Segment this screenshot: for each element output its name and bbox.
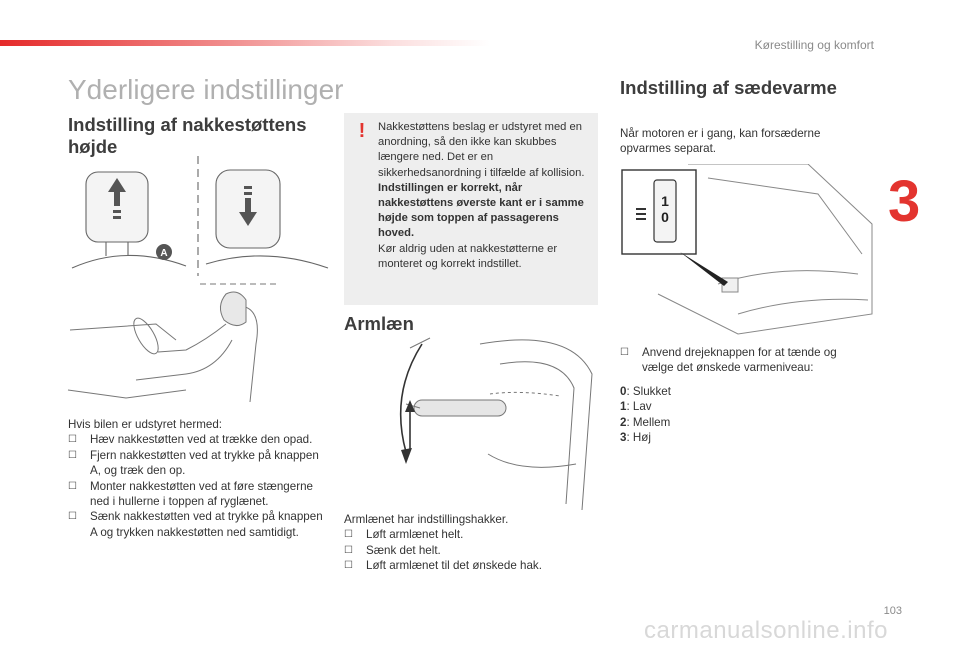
headrest-illustration: A xyxy=(71,156,329,276)
warning-text-2: Kør aldrig uden at nakkestøtterne er mon… xyxy=(378,242,558,270)
headrest-intro: Hvis bilen er udstyret hermed: xyxy=(68,418,223,431)
driver-seat-illustration xyxy=(67,283,276,402)
level-low: 1: Lav xyxy=(620,400,652,414)
warning-text-1: Nakkestøttens beslag er udstyret med en … xyxy=(378,121,585,179)
warning-text: Nakkestøttens beslag er udstyret med en … xyxy=(378,120,590,272)
heating-heading: Indstilling af sædevarme xyxy=(620,77,837,98)
heating-levels: 0: Slukket 1: Lav 2: Mellem 3: Høj xyxy=(620,384,858,446)
list-item: Løft armlænet til det ønskede hak. xyxy=(344,558,604,574)
armrest-steps: Løft armlænet helt. Sænk det helt. Løft … xyxy=(344,527,604,574)
armrest-illustration xyxy=(399,337,593,510)
headrest-heading: Indstilling af nakkestøttens højde xyxy=(68,114,307,157)
watermark: carmanualsonline.info xyxy=(644,617,888,644)
list-item: Anvend drejeknappen for at tænde og vælg… xyxy=(620,345,858,376)
heating-intro: Når motoren er i gang, kan forsæderne op… xyxy=(620,127,821,156)
dial-label-1: 1 xyxy=(661,193,669,209)
list-item: Fjern nakkestøtten ved at trykke på knap… xyxy=(68,448,332,479)
button-a-callout: A xyxy=(160,248,167,259)
heating-steps: Anvend drejeknappen for at tænde og vælg… xyxy=(620,345,858,376)
chapter-title: Kørestilling og komfort xyxy=(754,38,874,52)
armrest-intro: Armlænet har indstillingshakker. xyxy=(344,513,509,526)
list-item: Løft armlænet helt. xyxy=(344,527,604,543)
page-title: Yderligere indstillinger xyxy=(68,74,344,105)
page-number: 103 xyxy=(883,605,902,617)
list-item: Sænk nakkestøtten ved at trykke på knapp… xyxy=(68,509,332,540)
header-accent-bar xyxy=(0,40,490,46)
warning-box xyxy=(344,113,598,305)
dial-label-0: 0 xyxy=(661,209,669,225)
warning-text-bold: Indstillingen er korrekt, når nakkestøtt… xyxy=(378,181,584,240)
level-off: 0: Slukket xyxy=(620,384,671,398)
warning-icon: ! xyxy=(358,120,366,142)
seat-heating-illustration: 1 0 xyxy=(621,164,873,335)
headrest-steps: Hæv nakkestøtten ved at trække den opad.… xyxy=(68,432,332,540)
list-item: Hæv nakkestøtten ved at trække den opad. xyxy=(68,432,332,448)
list-item: Sænk det helt. xyxy=(344,543,604,559)
armrest-heading: Armlæn xyxy=(344,313,414,334)
list-item: Monter nakkestøtten ved at føre stængern… xyxy=(68,479,332,510)
chapter-number: 3 xyxy=(888,169,921,234)
level-high: 3: Høj xyxy=(620,431,651,445)
level-medium: 2: Mellem xyxy=(620,415,671,429)
